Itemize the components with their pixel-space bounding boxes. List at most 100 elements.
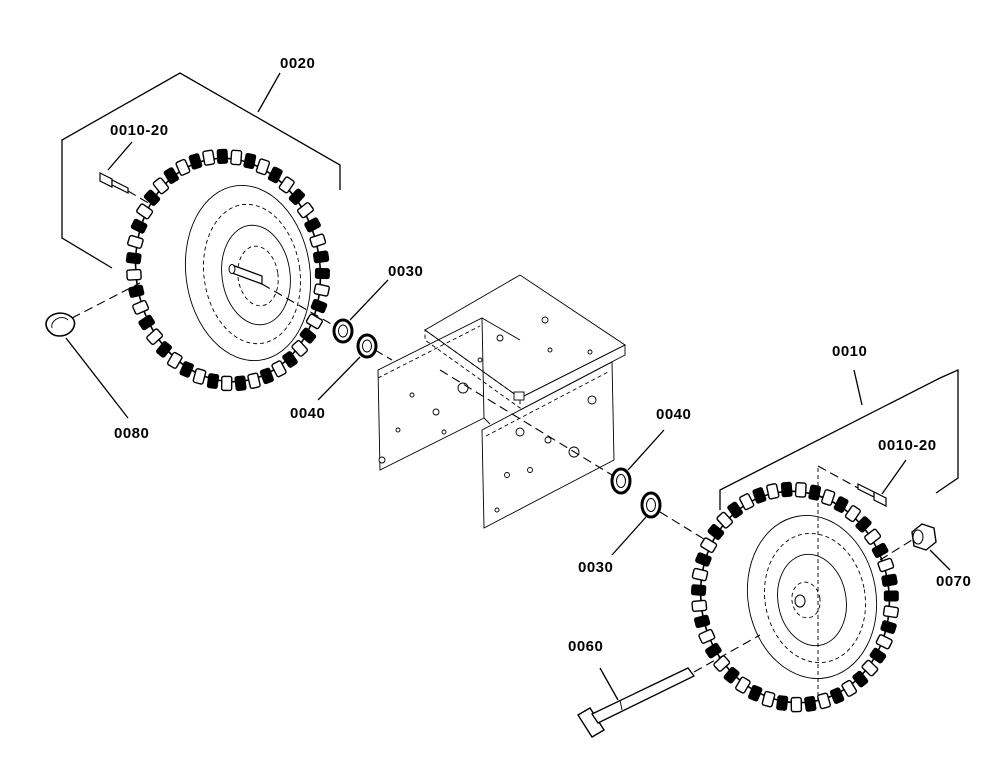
tread-lug	[130, 218, 148, 234]
tread-lug	[259, 367, 274, 385]
label-0070: 0070	[936, 573, 971, 590]
tread-lug	[780, 481, 793, 498]
tread-lug	[179, 361, 194, 378]
tread-lug	[299, 327, 317, 344]
washer-left-0040	[317, 333, 378, 401]
tread-lug	[748, 684, 763, 702]
label-0020: 0020	[280, 55, 315, 72]
tread-lug	[829, 687, 845, 704]
tread-lug	[794, 482, 807, 498]
tread-lug	[871, 542, 889, 558]
tread-lug	[705, 642, 722, 659]
tread-lug	[152, 177, 170, 195]
tread-lug	[314, 267, 331, 280]
tread-lug	[188, 153, 203, 170]
tread-lug	[864, 528, 882, 545]
tread-lug	[861, 659, 879, 677]
tread-lug	[278, 176, 295, 194]
tread-lug	[691, 599, 708, 613]
tread-lug	[766, 483, 780, 500]
washer-right-0030	[611, 491, 662, 556]
label-0040-left: 0040	[290, 405, 325, 422]
carriage-bolt	[577, 634, 761, 738]
label-0030-left: 0030	[388, 263, 423, 280]
label-0080: 0080	[114, 425, 149, 442]
label-0010-20-left: 0010-20	[110, 122, 169, 139]
tread-lug	[695, 552, 712, 567]
gear-housing	[377, 274, 626, 529]
tread-lug	[291, 339, 308, 357]
tread-lug	[127, 234, 144, 249]
tread-lug	[694, 614, 711, 629]
tread-lug	[163, 167, 179, 184]
tread-lug	[752, 487, 767, 504]
tread-lug	[156, 341, 172, 358]
tread-lug	[707, 524, 725, 540]
tread-lug	[136, 203, 154, 220]
bracket-0020	[61, 72, 341, 269]
axis-left-2	[374, 349, 393, 361]
tread-lug	[192, 368, 207, 385]
tread-lug	[833, 496, 849, 513]
tread-lug	[723, 666, 740, 684]
tread-lug	[735, 676, 751, 694]
washer-left-0030	[332, 279, 389, 344]
tread-lug	[698, 628, 716, 644]
tread-lug	[243, 153, 257, 169]
tread-lug	[304, 217, 321, 233]
tread-lug	[880, 620, 897, 634]
tread-lug	[271, 360, 287, 378]
tread-lug	[776, 695, 789, 711]
tread-lug	[869, 647, 887, 664]
tread-lug	[841, 679, 858, 697]
tread-lug	[739, 493, 755, 511]
tread-lug	[125, 252, 142, 265]
tread-lug	[310, 298, 328, 314]
tread-lug	[821, 489, 836, 506]
tread-lug	[138, 314, 156, 331]
tread-lug	[247, 372, 261, 390]
tread-lug	[690, 584, 707, 596]
wheel-left	[134, 157, 322, 383]
tread-lug	[206, 373, 220, 389]
tread-lug	[808, 484, 822, 501]
label-0030-right: 0030	[578, 559, 613, 576]
axis-center	[439, 369, 613, 476]
tread-lug	[817, 692, 831, 710]
tread-lug	[875, 634, 893, 650]
label-0040-right: 0040	[656, 406, 691, 423]
bracket-0010	[719, 368, 959, 510]
tread-right	[690, 481, 899, 713]
tread-lug	[713, 655, 731, 672]
tread-lug	[305, 313, 323, 330]
tread-lug	[166, 351, 183, 369]
tread-lug	[691, 567, 709, 582]
tread-lug	[700, 537, 718, 554]
tread-lug	[716, 511, 733, 529]
tread-lug	[255, 158, 271, 176]
tread-lug	[855, 516, 872, 533]
tread-lug	[234, 375, 247, 392]
tread-left	[125, 148, 331, 392]
tread-lug	[216, 148, 229, 165]
wheel-right	[699, 468, 891, 704]
tread-lug	[309, 233, 327, 248]
label-0010: 0010	[832, 343, 867, 360]
tread-lug	[881, 573, 898, 587]
tread-lug	[220, 375, 233, 392]
tread-lug	[297, 202, 314, 219]
tread-lug	[146, 328, 164, 345]
tread-lug	[761, 690, 776, 708]
valve-stem-left	[99, 141, 151, 205]
tread-lug	[852, 670, 869, 688]
tread-lug	[132, 299, 150, 315]
hex-nut	[879, 523, 951, 571]
tread-lug	[844, 505, 861, 523]
tread-lug	[128, 284, 145, 298]
washer-right-0040	[610, 429, 665, 495]
tread-lug	[804, 696, 817, 712]
tread-lug	[230, 149, 243, 166]
tread-lug	[202, 149, 216, 166]
lynch-pin	[45, 282, 141, 419]
tread-lug	[126, 268, 142, 281]
